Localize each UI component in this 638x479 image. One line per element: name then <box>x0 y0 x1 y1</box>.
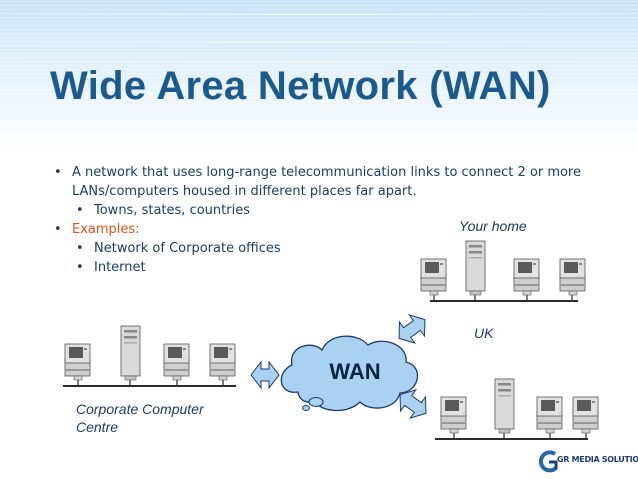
bullet-list: • A network that uses long-range telecomm… <box>54 163 594 277</box>
desktop-computer-icon <box>440 396 467 434</box>
label-your-home: Your home <box>459 218 527 234</box>
desktop-computer-icon <box>572 396 599 434</box>
bullet-icon: • <box>76 203 84 218</box>
bullet-icon: • <box>76 260 84 275</box>
bullet-icon: • <box>76 241 84 256</box>
server-tower-icon <box>494 378 515 434</box>
link-arrow-home <box>398 314 426 344</box>
sub-bullet-text: Network of Corporate offices <box>94 241 281 256</box>
desktop-computer-icon <box>559 258 586 296</box>
sub-bullet-text: Towns, states, countries <box>94 203 250 218</box>
bullet-icon: • <box>54 222 62 237</box>
lan-corporate <box>63 325 236 387</box>
label-corporate-line-2: Centre <box>76 419 119 435</box>
server-tower-icon <box>120 325 141 381</box>
decorative-line <box>0 14 638 15</box>
wan-cloud-label: WAN <box>329 359 380 384</box>
desktop-computer-icon <box>420 258 447 296</box>
slide-title: Wide Area Network (WAN) <box>50 64 551 108</box>
desktop-computer-icon <box>536 396 563 434</box>
bullet-item: • A network that uses long-range telecomm… <box>54 163 594 201</box>
bullet-text: A network that uses long-range telecommu… <box>72 165 581 199</box>
logo-text: GR MEDIA SOLUTIONS <box>557 455 638 464</box>
link-arrow-uk <box>399 389 427 419</box>
desktop-computer-icon <box>209 343 236 381</box>
server-tower-icon <box>465 240 486 296</box>
title-band-background <box>0 0 638 150</box>
sub-bullet-text: Internet <box>94 260 146 275</box>
lan-your-home <box>420 240 586 302</box>
logo-mark-icon <box>539 450 558 473</box>
desktop-computer-icon <box>513 258 540 296</box>
lan-uk <box>435 378 599 440</box>
bullet-item: • Examples: <box>54 220 594 239</box>
sub-bullet-item: • Network of Corporate offices <box>76 239 594 258</box>
wan-cloud: WAN <box>280 335 419 412</box>
sub-bullet-item: • Internet <box>76 258 594 277</box>
label-uk: UK <box>474 325 494 341</box>
bullet-text: Examples: <box>72 222 140 237</box>
label-corporate-line-1: Corporate Computer <box>76 401 204 417</box>
desktop-computer-icon <box>163 343 190 381</box>
gr-media-solutions-logo: GR MEDIA SOLUTIONS <box>539 447 638 477</box>
bullet-icon: • <box>54 165 62 180</box>
decorative-line <box>0 42 638 43</box>
link-arrow-corporate <box>250 360 280 390</box>
decorative-line <box>0 61 638 62</box>
sub-bullet-item: • Towns, states, countries <box>76 201 594 220</box>
desktop-computer-icon <box>64 343 91 381</box>
